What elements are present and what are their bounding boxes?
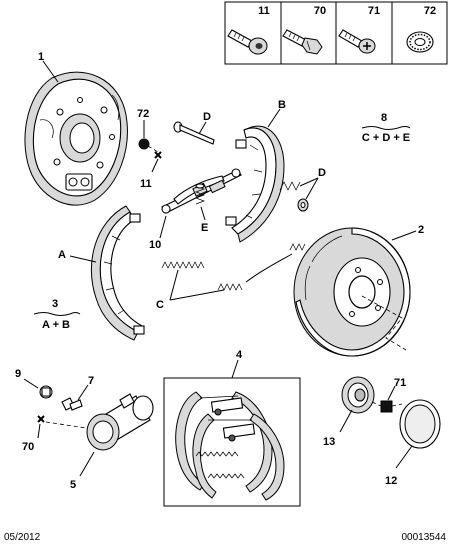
callout-2: 2 — [418, 224, 424, 236]
seal-ring-12 — [399, 399, 441, 449]
callout-c: C — [156, 299, 164, 311]
callout-1: 1 — [38, 51, 44, 63]
callout-d-right: D — [318, 167, 326, 179]
bolt-70-marker — [37, 415, 45, 423]
bleed-cap — [39, 385, 53, 399]
callout-7: 7 — [88, 375, 94, 387]
brake-shoe-a — [90, 205, 145, 341]
bolt-11-marker — [154, 151, 162, 159]
return-springs-c — [161, 243, 306, 291]
formula-8: C + D + E — [362, 132, 410, 144]
backing-plate — [24, 71, 128, 206]
washer-72 — [138, 138, 150, 150]
brake-drum — [293, 227, 411, 357]
callout-4: 4 — [236, 349, 243, 361]
callout-9: 9 — [15, 368, 21, 380]
callout-5: 5 — [70, 479, 76, 491]
spring-clip-e — [195, 182, 205, 205]
adjuster-strut — [161, 168, 242, 214]
formula-3: A + B — [42, 319, 70, 331]
callout-71: 71 — [394, 377, 406, 389]
hex-socket-bolt-icon — [227, 29, 268, 55]
footer-ref: 00013544 — [402, 532, 447, 543]
legend-code-11: 11 — [258, 5, 270, 17]
callout-72: 72 — [137, 108, 149, 120]
phillips-screw-icon — [338, 29, 376, 54]
callout-a: A — [58, 249, 66, 261]
callout-e: E — [201, 222, 208, 234]
wheel-cylinder — [86, 393, 154, 451]
callout-3: 3 — [52, 298, 58, 310]
callout-b: B — [278, 99, 286, 111]
bleed-screw — [61, 397, 83, 411]
brake-shoe-kit — [175, 391, 285, 501]
hex-bolt-icon — [282, 29, 323, 55]
callout-11: 11 — [140, 178, 152, 190]
callout-13: 13 — [323, 436, 335, 448]
hub-cap-13 — [341, 376, 375, 414]
callout-70: 70 — [22, 441, 34, 453]
legend-code-70: 70 — [314, 5, 326, 17]
callout-10: 10 — [149, 239, 161, 251]
hold-down-pin-d — [173, 121, 215, 145]
footer-date: 05/2012 — [4, 532, 41, 543]
callout-12: 12 — [385, 475, 397, 487]
hold-down-spring-d — [279, 181, 309, 212]
legend-code-72: 72 — [424, 5, 436, 17]
legend-code-71: 71 — [368, 5, 380, 17]
nut-71 — [380, 400, 393, 413]
fastener-legend: 11 70 71 72 — [224, 1, 448, 65]
serrated-washer-icon — [406, 31, 434, 53]
callout-d-top: D — [203, 111, 211, 123]
callout-8: 8 — [381, 112, 387, 124]
brake-shoe-b — [225, 125, 285, 243]
